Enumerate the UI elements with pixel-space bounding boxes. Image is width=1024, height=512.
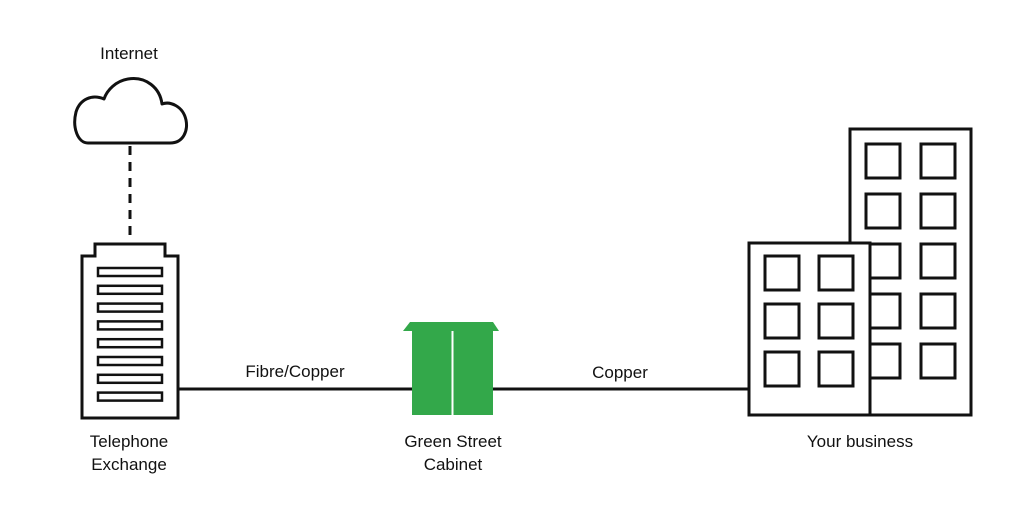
exchange-floor-window bbox=[96, 391, 164, 402]
fibre-copper-link-label: Fibre/Copper bbox=[245, 362, 345, 381]
copper-link-label: Copper bbox=[592, 363, 648, 382]
exchange-floor-window bbox=[96, 284, 164, 296]
building-window bbox=[763, 302, 801, 340]
exchange-floor-window bbox=[96, 320, 164, 331]
building-window bbox=[864, 192, 902, 230]
building-window bbox=[919, 292, 957, 330]
cabinet-label-line2: Cabinet bbox=[424, 455, 483, 474]
office-buildings-icon bbox=[747, 127, 973, 417]
building-window bbox=[763, 350, 801, 388]
exchange-floor-window bbox=[96, 373, 164, 385]
building-window bbox=[919, 242, 957, 280]
cabinet-label-line1: Green Street bbox=[404, 432, 502, 451]
building-window bbox=[864, 142, 902, 180]
building-window bbox=[817, 302, 855, 340]
building-window bbox=[864, 292, 902, 330]
exchange-floor-window bbox=[96, 266, 164, 278]
street-cabinet-icon bbox=[403, 322, 499, 415]
exchange-label-line2: Exchange bbox=[91, 455, 167, 474]
internet-label: Internet bbox=[100, 44, 158, 63]
exchange-floor-window bbox=[96, 302, 164, 313]
business-label: Your business bbox=[807, 432, 913, 451]
exchange-label-line1: Telephone bbox=[90, 432, 168, 451]
building-window bbox=[919, 142, 957, 180]
building-window bbox=[919, 342, 957, 380]
cloud-icon bbox=[73, 77, 188, 145]
telephone-exchange-icon bbox=[80, 242, 180, 420]
building-window bbox=[817, 254, 855, 292]
exchange-floor-window bbox=[96, 337, 164, 349]
building-window bbox=[763, 254, 801, 292]
building-window bbox=[919, 192, 957, 230]
building-window bbox=[817, 350, 855, 388]
building-window bbox=[864, 342, 902, 380]
exchange-floor-window bbox=[96, 355, 164, 367]
